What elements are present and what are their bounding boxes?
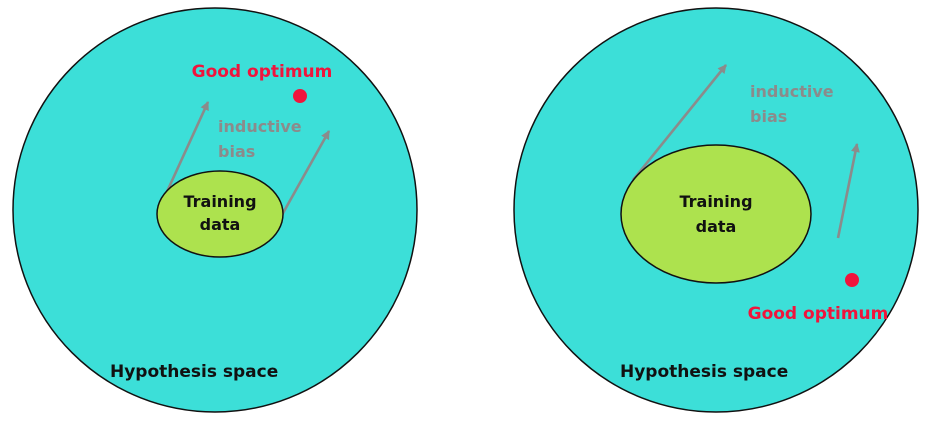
inductive-bias-label: inductive <box>750 82 834 101</box>
panel-left: Training data inductive bias Good optimu… <box>12 7 418 413</box>
good-optimum-dot <box>845 273 859 287</box>
inductive-bias-arrow <box>836 143 860 239</box>
hypothesis-space-label: Hypothesis space <box>620 362 788 382</box>
good-optimum-label: Good optimum <box>192 62 333 82</box>
good-optimum-label: Good optimum <box>748 304 889 324</box>
training-data-label: data <box>696 217 737 236</box>
inductive-bias-label: inductive <box>218 117 302 136</box>
training-data-label: Training <box>679 192 752 211</box>
inductive-bias-arrow <box>163 101 210 197</box>
training-data-label: Training <box>183 192 256 211</box>
training-data-ellipse <box>156 170 284 258</box>
inductive-bias-label: bias <box>218 142 255 161</box>
good-optimum-dot <box>293 89 307 103</box>
panel-right: Training data inductive bias Good optimu… <box>513 7 919 413</box>
inductive-bias-arrow <box>276 130 331 223</box>
inductive-bias-label: bias <box>750 107 787 126</box>
training-data-ellipse <box>620 144 812 284</box>
hypothesis-space-label: Hypothesis space <box>110 362 278 382</box>
training-data-label: data <box>200 215 241 234</box>
inductive-bias-arrow <box>631 64 728 181</box>
